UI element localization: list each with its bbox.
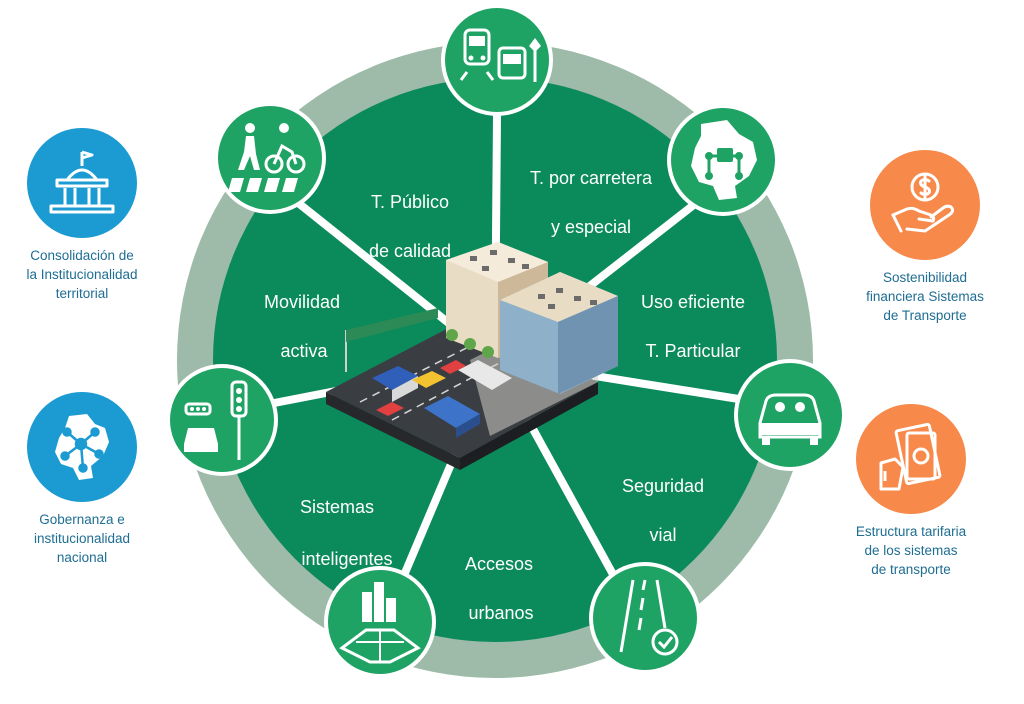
segment-label-publico-2: de calidad [369,241,451,261]
segment-label-accesos-1: Accesos [465,554,533,574]
wheel-node-5 [166,364,278,476]
wheel-node-0 [441,4,553,116]
hand-coin-icon [870,150,980,260]
train-bus-icon [459,28,541,82]
pedestrian-bicycle-icon [228,123,306,192]
wheel-node-6 [214,102,326,214]
car-passengers-icon [758,393,822,445]
wheel-node-3 [589,562,701,674]
segment-label-seguridad-1: Seguridad [622,476,704,496]
wheel-node-disc [170,368,274,472]
segment-label-publico-1: T. Público [371,192,449,212]
segment-label-sistemas-2: inteligentes [301,549,392,569]
right-item-tarifaria: Estructura tarifaria de los sistemas de … [811,404,1011,579]
left-item-nacional: Gobernanza e institucionalidad nacional [0,392,182,567]
segment-label-particular-2: T. Particular [645,341,740,361]
wheel-node-2 [734,359,846,471]
wheel-node-disc [593,566,697,670]
traffic-light-car-icon [184,380,248,460]
left-item-territorial: Consolidación de la Institucionalidad te… [0,128,182,303]
road-check-icon [619,579,679,656]
right-item-label: Estructura tarifaria de los sistemas de … [855,524,967,577]
segment-label-seguridad-2: vial [649,525,676,545]
city-illustration [326,242,618,470]
wheel-node-4 [324,566,436,678]
segment-label-carretera-1: T. por carretera [530,168,653,188]
city-map-icon [339,582,421,664]
segment-label-movilidad-1: Movilidad [264,292,340,312]
right-item-label: Sostenibilidad financiera Sistemas de Tr… [866,270,984,323]
wheel-nodes [166,4,846,678]
government-building-icon [27,128,137,238]
colombia-map-network-icon [691,120,757,200]
wheel-node-1 [667,104,779,216]
right-item-sostenibilidad: Sostenibilidad financiera Sistemas de Tr… [825,150,1024,325]
segment-label-sistemas-1: Sistemas [300,497,374,517]
segment-label-carretera-2: y especial [551,217,631,237]
segment-label-particular-1: Uso eficiente [641,292,745,312]
segment-labels: T. Público de calidad T. por carretera y… [264,168,745,623]
segment-label-movilidad-2: activa [280,341,328,361]
left-item-label: Gobernanza e institucionalidad nacional [33,512,131,565]
wheel-node-disc [445,8,549,112]
hand-money-icon [856,404,966,514]
colombia-network-icon [27,392,137,502]
left-item-label: Consolidación de la Institucionalidad te… [26,248,138,301]
segment-label-accesos-2: urbanos [468,603,533,623]
